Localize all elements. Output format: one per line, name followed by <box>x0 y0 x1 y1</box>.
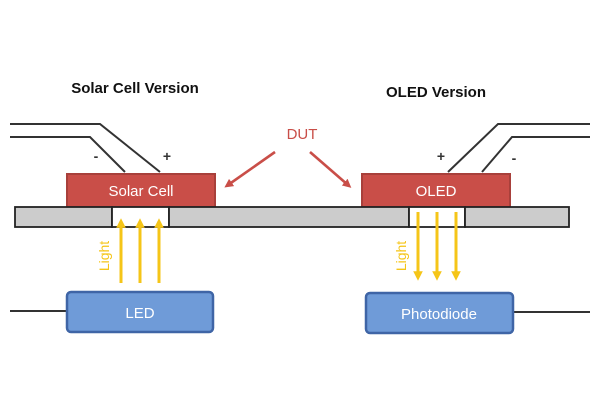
solar-cell-wires <box>10 123 161 173</box>
solar-cell-plus-sign: + <box>163 148 171 164</box>
oled-plus-sign: + <box>437 148 445 164</box>
oled-wire-positive <box>447 123 590 173</box>
light-arrows-down <box>413 212 461 281</box>
substrate-segment-left <box>14 206 113 228</box>
led-label: LED <box>125 305 154 322</box>
led-box <box>65 290 215 334</box>
light-arrows-up <box>116 218 164 283</box>
substrate-holder <box>14 206 570 228</box>
solar-cell-wire-negative <box>10 136 126 173</box>
oled-label: OLED <box>416 183 457 200</box>
title-solar-cell-version: Solar Cell Version <box>71 80 199 97</box>
title-oled-version: OLED Version <box>386 84 486 101</box>
substrate-segment-middle <box>168 206 410 228</box>
oled-wire-negative <box>481 136 590 173</box>
solar-cell-box <box>66 173 216 208</box>
oled-minus-sign: - <box>512 150 517 166</box>
oled-wires <box>447 123 590 173</box>
oled-device: OLED <box>361 173 511 208</box>
light-label-right: Light <box>393 241 409 271</box>
solar-cell-device: Solar Cell <box>66 173 216 208</box>
solar-cell-label: Solar Cell <box>108 183 173 200</box>
solar-cell-wire-positive <box>10 123 161 173</box>
led-source: LED <box>65 290 215 334</box>
substrate-segment-right <box>464 206 570 228</box>
dut-arrow-right <box>309 151 352 188</box>
dut-arrow-left <box>224 150 276 188</box>
light-label-left: Light <box>96 241 112 271</box>
photodiode-box <box>364 291 515 335</box>
photodiode-label: Photodiode <box>401 306 477 323</box>
photodiode-detector: Photodiode <box>364 291 515 335</box>
dut-label: DUT <box>287 126 318 143</box>
solar-cell-minus-sign: - <box>94 148 99 164</box>
